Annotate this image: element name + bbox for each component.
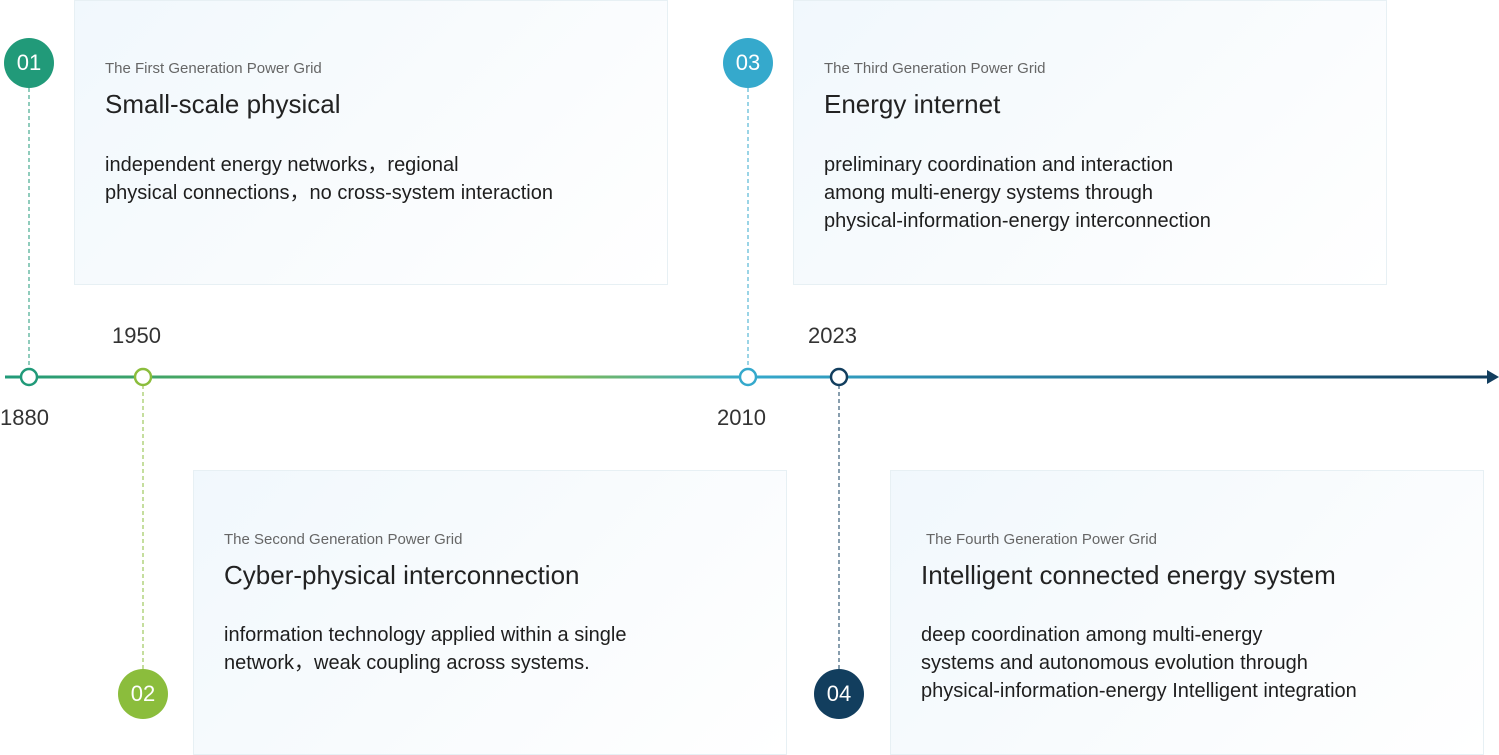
- card-gen4: The Fourth Generation Power Grid Intelli…: [890, 470, 1484, 755]
- desc-line: information technology applied within a …: [224, 624, 627, 646]
- card-gen1-desc: independent energy networks，regional phy…: [105, 151, 553, 207]
- marker-1880: [19, 367, 39, 387]
- card-gen1-subtitle: The First Generation Power Grid: [105, 60, 322, 77]
- card-gen3: The Third Generation Power Grid Energy i…: [793, 0, 1387, 285]
- year-label-1880: 1880: [0, 405, 49, 430]
- card-gen1-title: Small-scale physical: [105, 89, 341, 119]
- desc-line: physical-information-energy Intelligent …: [921, 680, 1357, 702]
- year-label-2023: 2023: [808, 323, 857, 348]
- desc-line: systems and autonomous evolution through: [921, 652, 1308, 674]
- card-gen2-title: Cyber-physical interconnection: [224, 560, 580, 590]
- card-gen2-subtitle: The Second Generation Power Grid: [224, 531, 463, 548]
- desc-line: deep coordination among multi-energy: [921, 624, 1263, 646]
- card-gen2: The Second Generation Power Grid Cyber-p…: [193, 470, 787, 755]
- card-gen1: The First Generation Power Grid Small-sc…: [74, 0, 668, 285]
- card-gen4-desc: deep coordination among multi-energy sys…: [921, 621, 1357, 705]
- desc-line: physical connections，no cross-system int…: [105, 182, 553, 204]
- marker-2010: [738, 367, 758, 387]
- desc-line: physical-information-energy interconnect…: [824, 210, 1211, 232]
- card-gen3-desc: preliminary coordination and interaction…: [824, 151, 1211, 235]
- desc-line: network，weak coupling across systems.: [224, 652, 590, 674]
- badge-03: 03: [723, 38, 773, 88]
- card-gen3-title: Energy internet: [824, 89, 1001, 119]
- badge-01: 01: [4, 38, 54, 88]
- year-label-1950: 1950: [112, 323, 161, 348]
- arrow-head-icon: [1487, 370, 1499, 384]
- card-gen3-subtitle: The Third Generation Power Grid: [824, 60, 1046, 77]
- card-gen4-title: Intelligent connected energy system: [921, 560, 1336, 590]
- desc-line: preliminary coordination and interaction: [824, 154, 1174, 176]
- year-label-2010: 2010: [717, 405, 766, 430]
- badge-02: 02: [118, 669, 168, 719]
- desc-line: among multi-energy systems through: [824, 182, 1154, 204]
- card-gen4-subtitle: The Fourth Generation Power Grid: [926, 531, 1157, 548]
- badge-04: 04: [814, 669, 864, 719]
- marker-2023: [829, 367, 849, 387]
- card-gen2-desc: information technology applied within a …: [224, 621, 626, 677]
- marker-1950: [133, 367, 153, 387]
- desc-line: independent energy networks，regional: [105, 154, 459, 176]
